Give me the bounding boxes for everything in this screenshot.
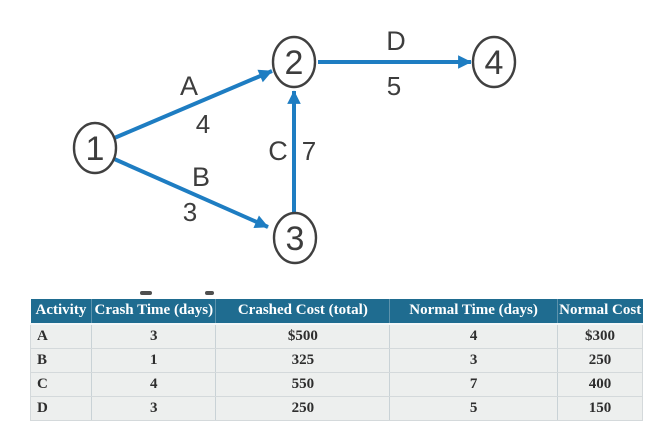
node-number-3: 3 <box>286 220 305 258</box>
edge-D: D5 <box>318 26 472 101</box>
col-header-normal_cost: Normal Cost <box>557 299 643 325</box>
cell-normal_time: 7 <box>389 372 558 397</box>
cell-normal_cost: 150 <box>557 396 644 421</box>
cell-normal_cost: 250 <box>557 348 644 373</box>
cell-normal_cost: $300 <box>557 324 644 349</box>
activity-label-D: D <box>386 26 406 56</box>
col-header-normal_time: Normal Time (days) <box>389 299 558 325</box>
edge-A: A4 <box>111 69 273 141</box>
cell-crashed_cost: 550 <box>215 372 391 397</box>
col-header-crash_time: Crash Time (days) <box>91 299 217 325</box>
cell-crash_time: 1 <box>91 348 217 373</box>
duration-label-D: 5 <box>387 71 401 101</box>
cell-normal_time: 3 <box>389 348 558 373</box>
cropped-text-remnant <box>205 291 214 295</box>
arrow-1-to-3 <box>111 156 269 229</box>
activity-label-C: C <box>268 136 288 166</box>
cell-crash_time: 3 <box>91 324 217 349</box>
duration-label-A: 4 <box>196 109 210 139</box>
col-header-activity: Activity <box>30 299 93 325</box>
cell-normal_time: 4 <box>389 324 558 349</box>
node-circle-1 <box>72 121 118 175</box>
cell-activity: D <box>29 396 93 421</box>
cell-normal_time: 5 <box>389 396 558 421</box>
edge-B: B3 <box>111 156 269 229</box>
node-circle-4 <box>471 35 517 89</box>
cell-crash_time: 4 <box>91 372 217 397</box>
cell-crash_time: 3 <box>91 396 217 421</box>
cell-normal_cost: 400 <box>557 372 644 397</box>
activity-label-B: B <box>192 162 210 192</box>
cell-activity: A <box>29 324 93 349</box>
cell-crashed_cost: 325 <box>215 348 391 373</box>
node-number-4: 4 <box>485 44 504 82</box>
node-2: 2 <box>271 35 317 89</box>
cropped-text-remnant <box>140 291 152 295</box>
node-circle-2 <box>271 35 317 89</box>
col-header-crashed_cost: Crashed Cost (total) <box>215 299 391 325</box>
cell-crashed_cost: $500 <box>215 324 391 349</box>
node-number-2: 2 <box>285 44 304 82</box>
duration-label-C: 7 <box>302 136 316 166</box>
node-number-1: 1 <box>86 130 105 168</box>
cell-activity: B <box>29 348 93 373</box>
node-circle-3 <box>272 211 318 265</box>
node-4: 4 <box>471 35 517 89</box>
activity-label-A: A <box>180 71 198 101</box>
duration-label-B: 3 <box>183 197 197 227</box>
node-3: 3 <box>272 211 318 265</box>
node-1: 1 <box>72 121 118 175</box>
cell-crashed_cost: 250 <box>215 396 391 421</box>
arrow-1-to-2 <box>111 69 273 141</box>
cell-activity: C <box>29 372 93 397</box>
